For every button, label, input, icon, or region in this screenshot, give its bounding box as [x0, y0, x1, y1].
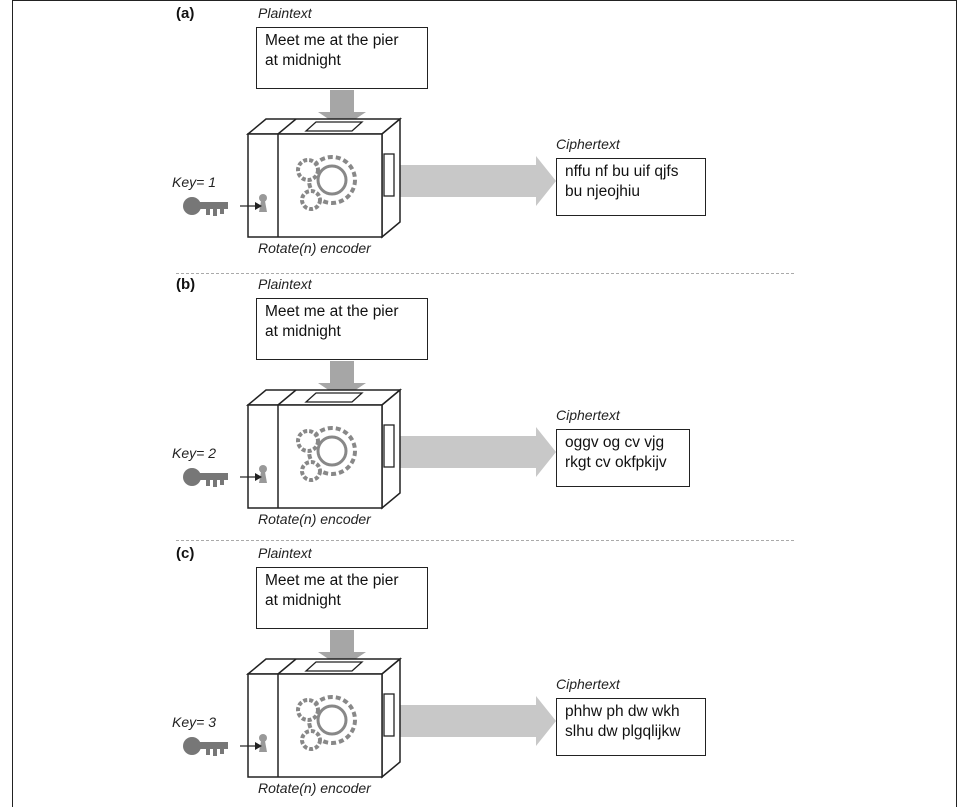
encoder-box-icon	[245, 388, 403, 510]
ciphertext-box: nffu nf bu uif qjfs bu njeojhiu	[556, 158, 706, 216]
encoder-label: Rotate(n) encoder	[258, 240, 371, 256]
plaintext-box: Meet me at the pier at midnight	[256, 298, 428, 360]
key-icon	[183, 737, 228, 756]
key-icon	[183, 468, 228, 487]
keyhole-icon	[259, 734, 267, 752]
key-icon	[183, 197, 228, 216]
ciphertext-line: phhw ph dw wkh	[565, 703, 680, 720]
panel-label: (b)	[176, 276, 196, 293]
keyhole-icon	[259, 194, 267, 212]
panel-divider	[176, 540, 794, 541]
encoder-box-icon	[245, 657, 403, 779]
plaintext-caption: Plaintext	[258, 545, 312, 561]
plaintext-box: Meet me at the pier at midnight	[256, 27, 428, 89]
plaintext-line: at midnight	[265, 592, 341, 609]
plaintext-line: Meet me at the pier	[265, 572, 399, 589]
plaintext-line: Meet me at the pier	[265, 303, 399, 320]
panel-a: (a) Plaintext Meet me at the pier at mid…	[0, 0, 958, 260]
gears-icon	[296, 695, 357, 751]
panel-label: (a)	[176, 5, 195, 22]
plaintext-line: Meet me at the pier	[265, 32, 399, 49]
plaintext-caption: Plaintext	[258, 276, 312, 292]
ciphertext-box: oggv og cv vjg rkgt cv okfpkijv	[556, 429, 690, 487]
right-arrow-icon	[392, 156, 556, 206]
gears-icon	[296, 155, 357, 211]
plaintext-line: at midnight	[265, 323, 341, 340]
encoder-label: Rotate(n) encoder	[258, 511, 371, 527]
key-insert-arrow	[240, 473, 262, 481]
ciphertext-line: rkgt cv okfpkijv	[565, 454, 667, 471]
panel-divider	[176, 273, 794, 274]
gears-icon	[296, 426, 357, 482]
key-label: Key= 3	[172, 714, 216, 730]
plaintext-box: Meet me at the pier at midnight	[256, 567, 428, 629]
plaintext-caption: Plaintext	[258, 5, 312, 21]
plaintext-line: at midnight	[265, 52, 341, 69]
panel-label: (c)	[176, 545, 195, 562]
key-label: Key= 1	[172, 174, 216, 190]
page-border	[12, 0, 957, 807]
right-arrow-icon	[392, 427, 556, 477]
panel-art	[183, 630, 556, 779]
keyhole-icon	[259, 465, 267, 483]
encoder-label: Rotate(n) encoder	[258, 780, 371, 796]
right-arrow-icon	[392, 696, 556, 746]
key-label: Key= 2	[172, 445, 216, 461]
ciphertext-box: phhw ph dw wkh slhu dw plgqlijkw	[556, 698, 706, 756]
ciphertext-line: bu njeojhiu	[565, 183, 640, 200]
key-insert-arrow	[240, 742, 262, 750]
encoder-box-icon	[245, 117, 403, 239]
panel-b: (b) Plaintext Meet me at the pier at mid…	[0, 271, 958, 531]
panel-c: (c) Plaintext Meet me at the pier at mid…	[0, 540, 958, 800]
ciphertext-caption: Ciphertext	[556, 407, 620, 423]
ciphertext-line: slhu dw plgqlijkw	[565, 723, 681, 740]
ciphertext-line: nffu nf bu uif qjfs	[565, 163, 679, 180]
panel-art	[183, 361, 556, 510]
panel-art	[183, 90, 556, 239]
key-insert-arrow	[240, 202, 262, 210]
ciphertext-caption: Ciphertext	[556, 676, 620, 692]
ciphertext-caption: Ciphertext	[556, 136, 620, 152]
ciphertext-line: oggv og cv vjg	[565, 434, 665, 451]
